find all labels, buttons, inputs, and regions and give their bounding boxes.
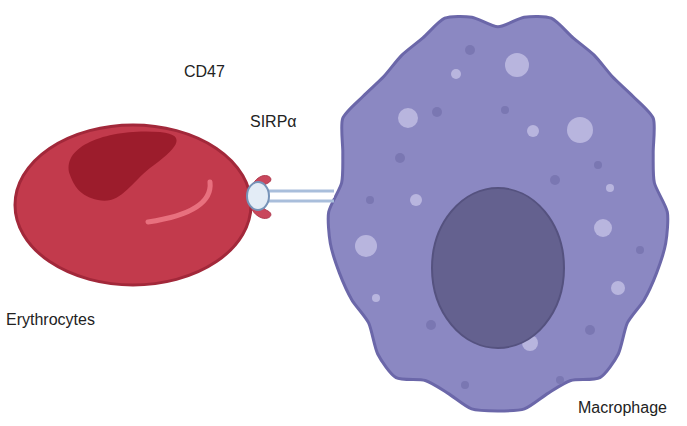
erythrocyte-dimple [69, 131, 177, 200]
cell-label: Erythrocytes [6, 310, 95, 329]
erythrocyte-body [15, 125, 251, 285]
macrophage-body [328, 16, 668, 411]
ligand-label: CD47 [184, 62, 225, 81]
receptor-label: SIRPα [250, 112, 297, 131]
sirpa-stalk [268, 191, 334, 201]
cd47-ligand [247, 182, 269, 210]
macrophage-granules [366, 45, 644, 389]
erythrocyte-highlight [148, 182, 210, 222]
macrophage-vacuoles [355, 53, 625, 351]
macrophage-nucleus [432, 188, 564, 348]
cell-label: Macrophage [578, 398, 667, 417]
